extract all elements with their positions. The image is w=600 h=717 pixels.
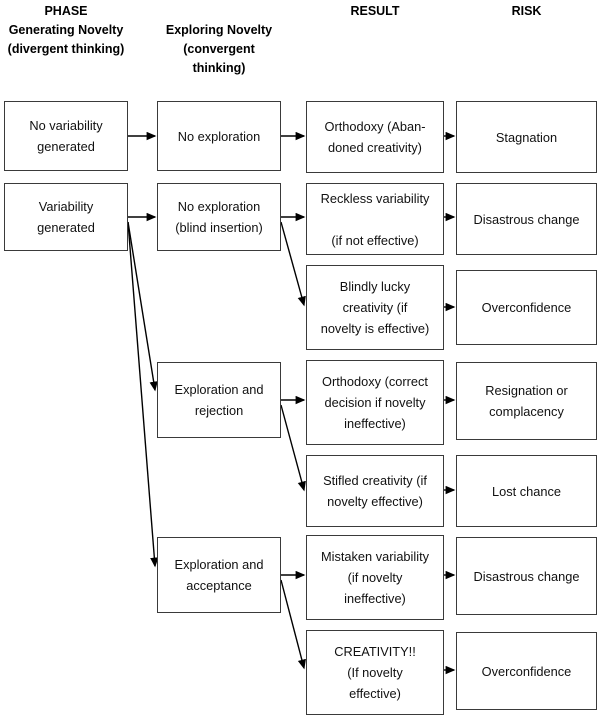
node-exploration-and-rejection: Exploration and rejection <box>157 362 281 438</box>
column-header-phase-generating: PHASE Generating Novelty (divergent thin… <box>7 4 125 56</box>
node-stagnation: Stagnation <box>456 101 597 173</box>
node-label-blindly-lucky-creativity: Blindly lucky creativity (if novelty is … <box>320 279 430 336</box>
node-label-orthodoxy-correct-decision: Orthodoxy (correct decision if novelty i… <box>322 374 428 431</box>
node-no-exploration: No exploration <box>157 101 281 171</box>
node-orthodoxy-abandoned-creativity: Orthodoxy (Aban- doned creativity) <box>306 101 444 173</box>
edge-variability-to-exploration-acceptance <box>127 221 159 568</box>
node-label-no-exploration: No exploration <box>177 128 261 144</box>
node-label-variability-generated: Variability generated <box>37 199 95 235</box>
node-no-exploration-blind-insertion: No exploration (blind insertion) <box>157 183 281 251</box>
node-label-overconfidence-2: Overconfidence <box>481 663 572 679</box>
edge-rejection-to-stifled <box>280 404 306 492</box>
node-label-lost-chance: Lost chance <box>491 483 561 499</box>
node-exploration-and-acceptance: Exploration and acceptance <box>157 537 281 613</box>
node-label-overconfidence-1: Overconfidence <box>481 300 572 315</box>
node-reckless-variability: Reckless variability (if not effective) <box>306 183 444 255</box>
node-label-stifled-creativity: Stifled creativity (if novelty effective… <box>323 473 427 509</box>
node-resignation-or-complacency: Resignation or complacency <box>456 362 597 440</box>
node-stifled-creativity: Stifled creativity (if novelty effective… <box>306 455 444 527</box>
node-label-orthodoxy-abandoned-creativity: Orthodoxy (Aban- doned creativity) <box>324 119 426 155</box>
node-overconfidence-2: Overconfidence <box>456 632 597 710</box>
node-label-disastrous-change-2: Disastrous change <box>473 568 580 584</box>
node-label-exploration-and-acceptance: Exploration and acceptance <box>174 557 264 593</box>
node-variability-generated: Variability generated <box>4 183 128 251</box>
node-label-stagnation: Stagnation <box>495 129 558 145</box>
node-blindly-lucky-creativity: Blindly lucky creativity (if novelty is … <box>306 265 444 350</box>
node-disastrous-change-1: Disastrous change <box>456 183 597 255</box>
node-disastrous-change-2: Disastrous change <box>456 537 597 615</box>
node-lost-chance: Lost chance <box>456 455 597 527</box>
node-mistaken-variability: Mistaken variability (if novelty ineffec… <box>306 535 444 620</box>
edge-blind-to-blindly-lucky <box>280 221 306 307</box>
node-label-mistaken-variability: Mistaken variability (if novelty ineffec… <box>320 549 430 606</box>
node-label-creativity: CREATIVITY!! (If novelty effective) <box>334 644 416 701</box>
node-creativity: CREATIVITY!! (If novelty effective) <box>306 630 444 715</box>
edge-variability-to-exploration-rejection <box>127 221 158 392</box>
node-no-variability-generated: No variability generated <box>4 101 128 171</box>
node-label-reckless-variability: Reckless variability (if not effective) <box>320 190 430 248</box>
edge-acceptance-to-creativity <box>280 579 306 670</box>
column-header-phase-exploring: Exploring Novelty (convergent thinking) <box>165 23 273 75</box>
node-label-disastrous-change-1: Disastrous change <box>473 211 580 227</box>
node-overconfidence-1: Overconfidence <box>456 270 597 345</box>
node-label-no-variability-generated: No variability generated <box>29 118 103 154</box>
node-label-exploration-and-rejection: Exploration and rejection <box>174 382 264 418</box>
node-label-resignation-or-complacency: Resignation or complacency <box>485 383 568 419</box>
node-label-no-exploration-blind-insertion: No exploration (blind insertion) <box>175 199 263 235</box>
column-header-risk: RISK <box>511 4 542 18</box>
node-orthodoxy-correct-decision: Orthodoxy (correct decision if novelty i… <box>306 360 444 445</box>
column-header-result: RESULT <box>350 4 400 18</box>
